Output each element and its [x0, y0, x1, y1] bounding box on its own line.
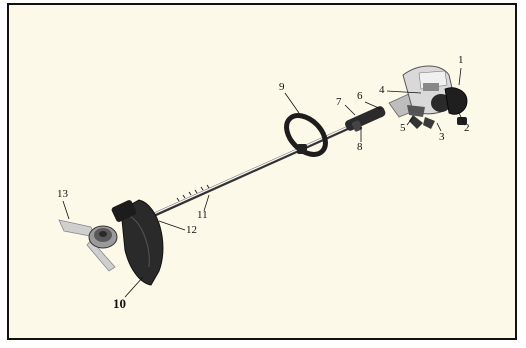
callout-13: 13 — [57, 189, 68, 200]
callout-6: 6 — [357, 91, 363, 102]
string-trimmer-illustration — [9, 5, 515, 338]
callout-5: 5 — [400, 123, 406, 134]
callout-7: 7 — [336, 97, 342, 108]
callout-10: 10 — [113, 297, 126, 310]
callout-11: 11 — [197, 210, 208, 221]
callout-2: 2 — [464, 123, 470, 134]
leader-3 — [437, 123, 441, 131]
callout-9: 9 — [279, 82, 285, 93]
diagram-frame: 1 2 3 4 5 6 7 8 9 10 11 12 13 — [7, 3, 517, 340]
callout-1: 1 — [458, 55, 464, 66]
callout-8: 8 — [357, 142, 363, 153]
callout-3: 3 — [439, 132, 445, 143]
cutting-head — [59, 220, 117, 271]
callout-4: 4 — [379, 85, 385, 96]
leader-10 — [125, 277, 143, 297]
leader-12 — [159, 221, 185, 230]
callout-12: 12 — [186, 225, 197, 236]
leader-6 — [365, 102, 381, 109]
leader-9 — [285, 93, 299, 113]
leader-1 — [459, 68, 461, 85]
leader-13 — [63, 201, 69, 219]
leader-7 — [345, 105, 355, 115]
engine-assembly — [389, 66, 467, 129]
